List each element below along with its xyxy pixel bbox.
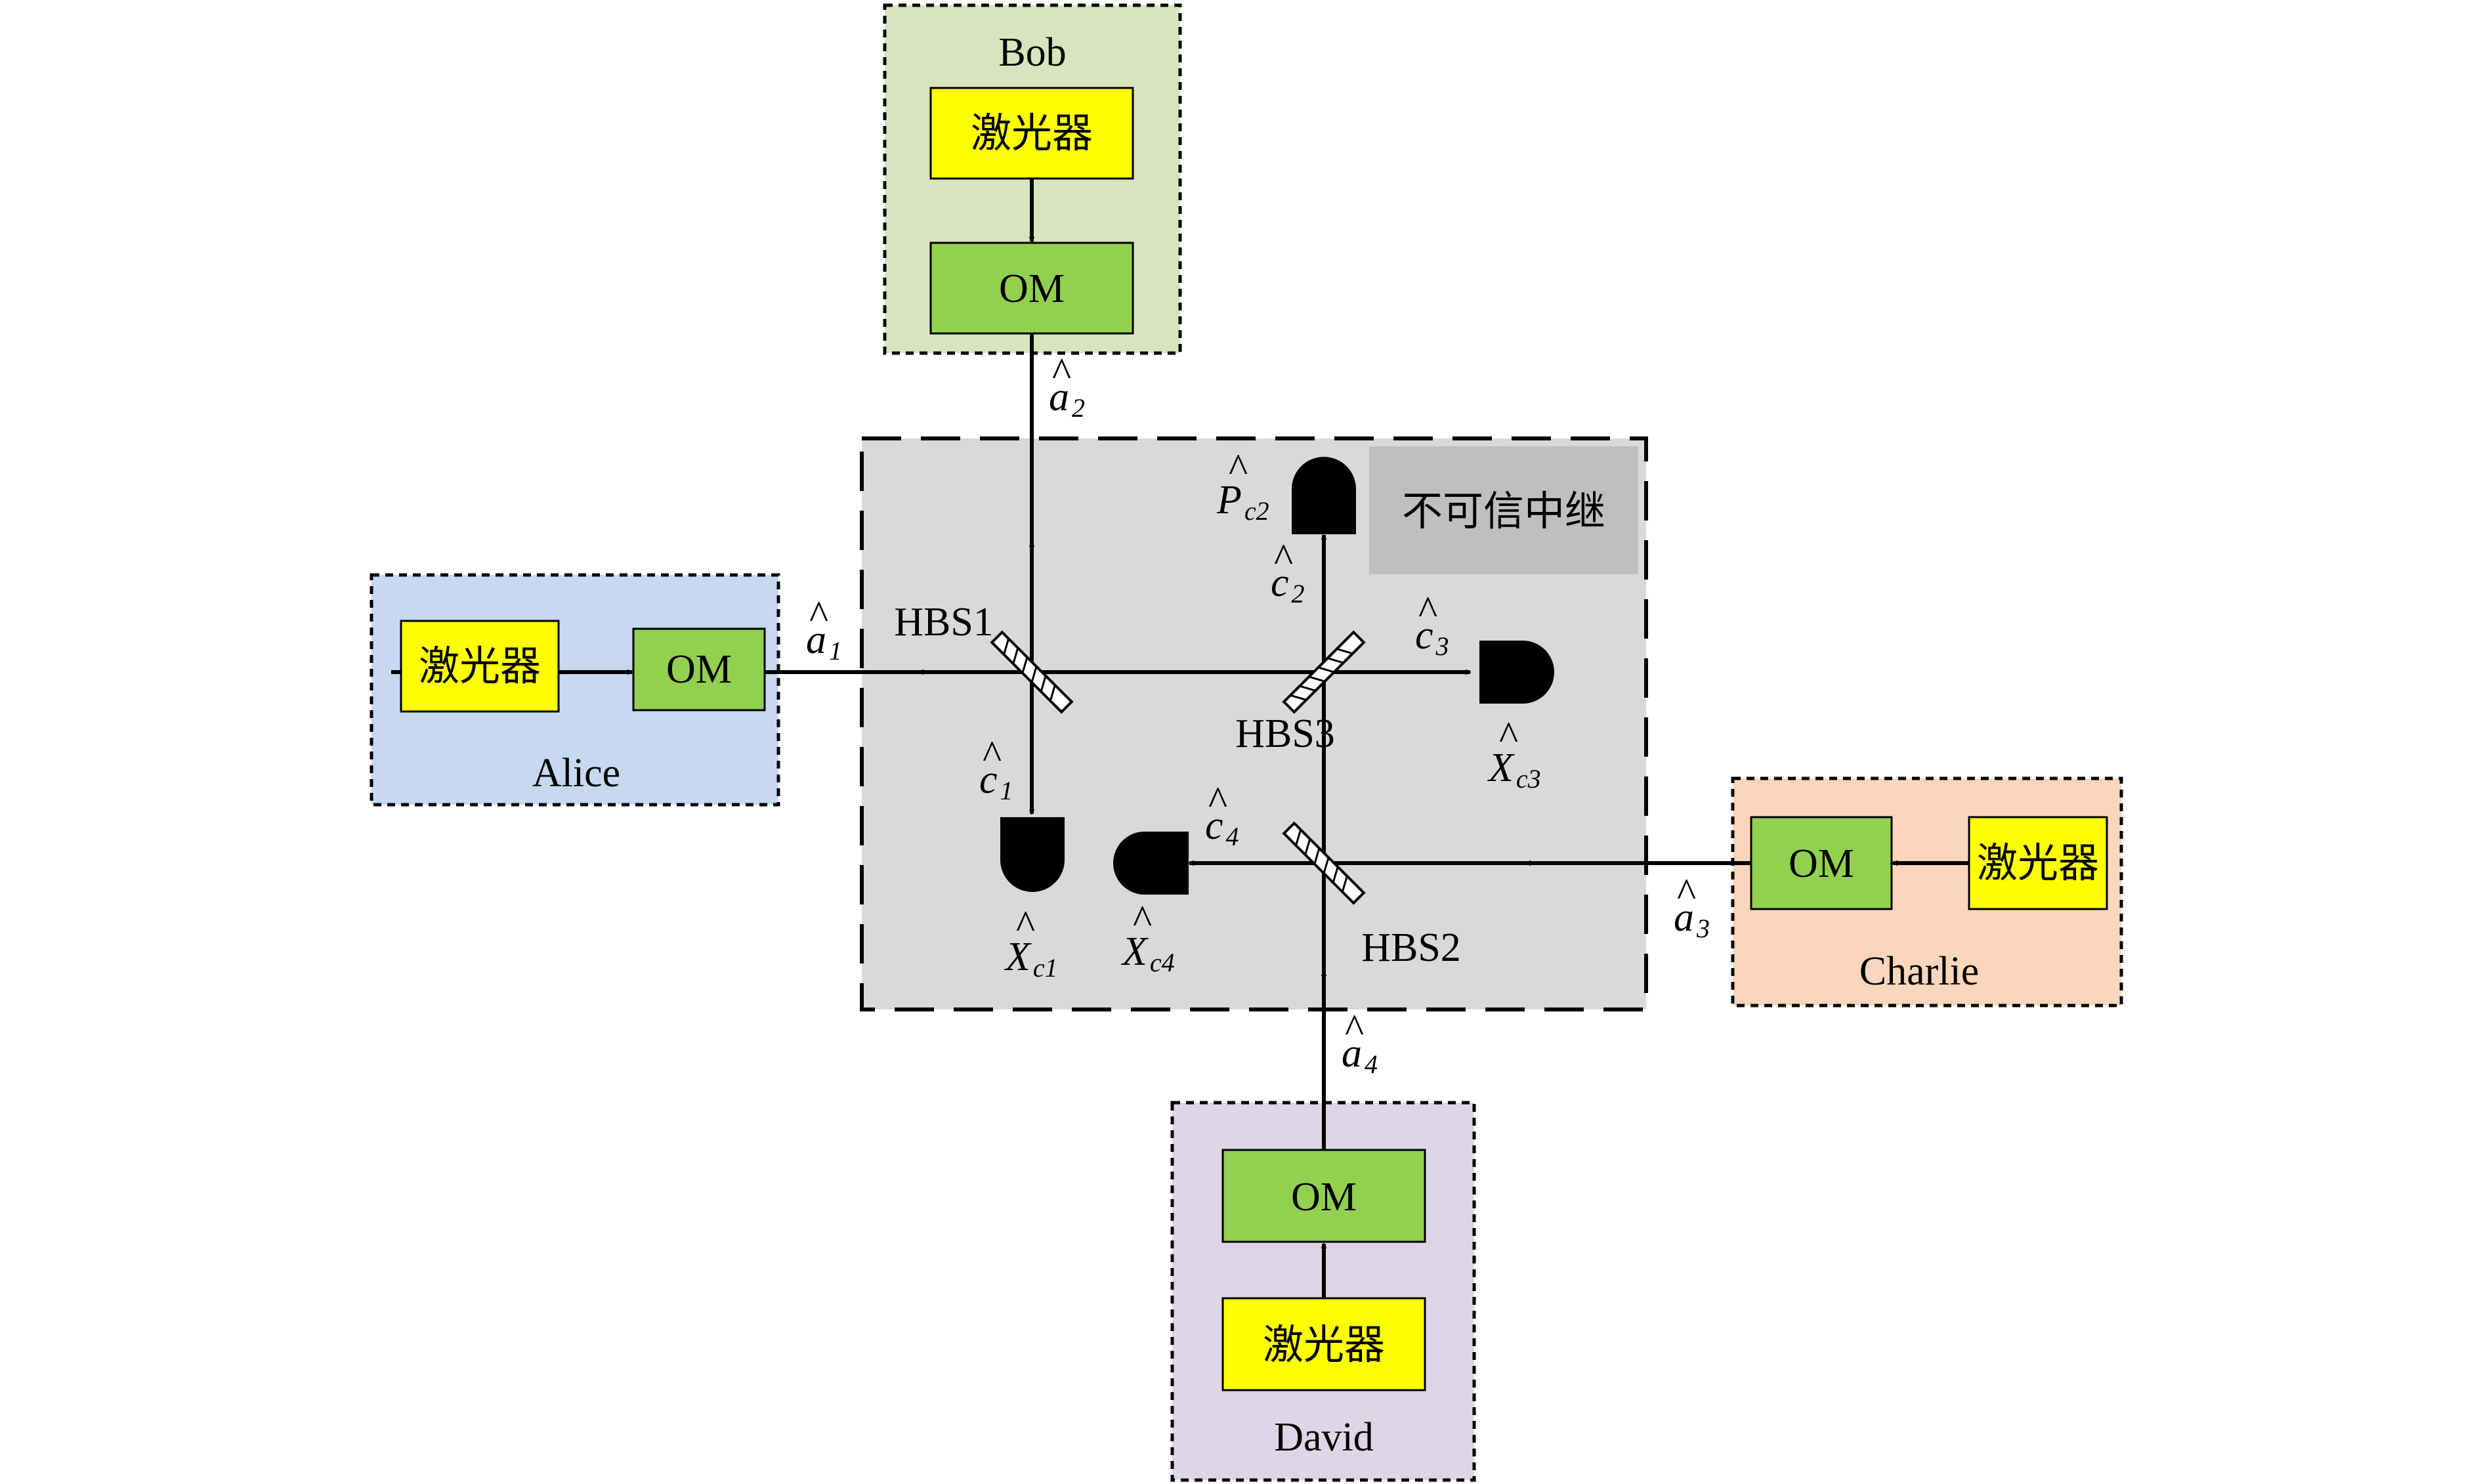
- svg-text:^: ^: [1345, 1007, 1364, 1051]
- svg-text:c4: c4: [1205, 803, 1239, 851]
- charlie-om: [1750, 816, 1893, 910]
- charlie-laser-label: 激光器: [1977, 839, 2099, 887]
- relay-label: 不可信中继: [1402, 487, 1605, 535]
- svg-text:^: ^: [983, 733, 1002, 778]
- svg-text:Xc4: Xc4: [1120, 929, 1175, 977]
- svg-text:c2: c2: [1271, 561, 1305, 608]
- detector-xc4: [1113, 832, 1189, 895]
- svg-text:^: ^: [1274, 536, 1293, 581]
- svg-text:a1: a1: [806, 618, 842, 666]
- alice-om: [632, 627, 766, 711]
- svg-text:^: ^: [1016, 903, 1035, 948]
- svg-text:Xc1: Xc1: [1004, 935, 1058, 983]
- detector-xc1: [1000, 817, 1065, 892]
- bob-laser-label: 激光器: [971, 109, 1093, 157]
- bob-om-label: OM: [999, 266, 1065, 311]
- svg-text:^: ^: [1677, 871, 1696, 916]
- svg-text:^: ^: [809, 593, 828, 638]
- david-laser: [1221, 1297, 1426, 1391]
- alice-om-label: OM: [666, 647, 732, 692]
- svg-text:a2: a2: [1049, 375, 1085, 423]
- svg-text:^: ^: [1208, 779, 1227, 824]
- alice-name: Alice: [532, 751, 620, 795]
- charlie-laser: [1968, 816, 2108, 910]
- hbs1-label: HBS1: [894, 600, 994, 645]
- hbs3: [1282, 630, 1366, 714]
- alice-laser: [400, 620, 560, 713]
- charlie-om-label: OM: [1789, 841, 1854, 886]
- david-om-label: OM: [1291, 1175, 1357, 1219]
- hbs1: [990, 630, 1074, 714]
- relay-label-box: [1369, 446, 1638, 574]
- svg-text:a4: a4: [1342, 1031, 1378, 1079]
- svg-text:Pc2: Pc2: [1216, 478, 1269, 526]
- detector-xc3: [1479, 641, 1554, 704]
- svg-text:^: ^: [1229, 446, 1248, 491]
- charlie-name: Charlie: [1859, 949, 1980, 994]
- hbs2: [1282, 821, 1366, 905]
- svg-text:Xc3: Xc3: [1487, 746, 1541, 794]
- bob-name: Bob: [998, 30, 1066, 75]
- svg-text:^: ^: [1418, 589, 1437, 633]
- alice-laser-label: 激光器: [419, 642, 541, 690]
- svg-text:^: ^: [1133, 898, 1152, 943]
- svg-text:^: ^: [1052, 350, 1071, 395]
- bob-om: [929, 242, 1134, 335]
- hbs3-label: HBS3: [1235, 711, 1335, 756]
- svg-text:^: ^: [1499, 714, 1518, 759]
- detector-pc2: [1292, 457, 1356, 534]
- hbs2-label: HBS2: [1361, 925, 1461, 970]
- bob-laser: [929, 87, 1134, 180]
- svg-text:a3: a3: [1674, 895, 1710, 943]
- david-laser-label: 激光器: [1263, 1321, 1385, 1368]
- david-name: David: [1274, 1415, 1374, 1460]
- svg-text:c3: c3: [1415, 613, 1449, 661]
- david-om: [1221, 1149, 1426, 1243]
- svg-text:c1: c1: [979, 757, 1013, 805]
